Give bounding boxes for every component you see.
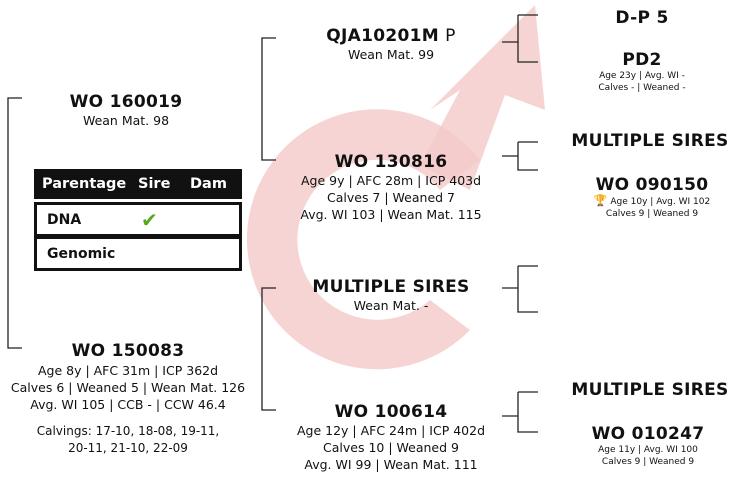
ggp-dd-dam-line-2: Calves 9 | Weaned 9 <box>578 456 718 468</box>
connector-dd <box>502 392 538 432</box>
trophy-icon: 🏆 <box>594 194 608 207</box>
dam-sire-node[interactable]: MULTIPLE SIRES Wean Mat. - <box>292 277 490 314</box>
parentage-table: Parentage Sire Dam DNA ✔ Genomic <box>34 169 242 271</box>
dam-sire-line-1: Wean Mat. - <box>292 297 490 314</box>
animal-line-1: Age 8y | AFC 31m | ICP 362d <box>0 362 256 379</box>
ggp-ss-sire-node[interactable]: D-P 5 <box>572 8 712 28</box>
ggp-ss-dam-line-1: Age 23y | Avg. WI - <box>572 70 712 82</box>
sire-line-1: Wean Mat. 98 <box>42 112 210 129</box>
ggp-ss-dam-name: PD2 <box>572 50 712 70</box>
ggp-ss-sire-name: D-P 5 <box>572 8 712 28</box>
dam-dam-line-2: Calves 10 | Weaned 9 <box>280 439 502 456</box>
connector-ds <box>502 266 538 312</box>
ggp-sd-dam-node[interactable]: WO 090150 🏆 Age 10y | Avg. WI 102 Calves… <box>582 175 722 220</box>
dam-dam-name: WO 100614 <box>280 402 502 422</box>
animal-line-3: Avg. WI 105 | CCB - | CCW 46.4 <box>0 396 256 413</box>
parentage-header: Parentage Sire Dam <box>34 169 242 199</box>
parentage-row-dna: DNA ✔ <box>34 202 242 237</box>
ggp-ss-dam-line-2: Calves - | Weaned - <box>572 82 712 94</box>
connector-gen1 <box>8 98 22 348</box>
sire-dam-line-2: Calves 7 | Weaned 7 <box>280 189 502 206</box>
dam-dam-line-3: Avg. WI 99 | Wean Mat. 111 <box>280 456 502 473</box>
connector-sd <box>502 142 538 170</box>
sire-sire-name: QJA10201M <box>326 26 439 46</box>
sire-sire-line-1: Wean Mat. 99 <box>292 46 490 63</box>
ggp-sd-sire-name: MULTIPLE SIRES <box>568 131 732 151</box>
parentage-row-genomic: Genomic <box>34 236 242 271</box>
sire-dam-node[interactable]: WO 130816 Age 9y | AFC 28m | ICP 403d Ca… <box>280 152 502 223</box>
ggp-dd-dam-line-1: Age 11y | Avg. WI 100 <box>578 444 718 456</box>
row-label-dna: DNA <box>37 212 141 228</box>
header-dam: Dam <box>190 176 240 192</box>
header-sire: Sire <box>138 176 190 192</box>
ggp-dd-dam-node[interactable]: WO 010247 Age 11y | Avg. WI 100 Calves 9… <box>578 424 718 468</box>
animal-line-2: Calves 6 | Weaned 5 | Wean Mat. 126 <box>0 379 256 396</box>
ggp-sd-sire-node[interactable]: MULTIPLE SIRES <box>568 131 732 151</box>
ggp-sd-dam-line-2: Calves 9 | Weaned 9 <box>582 208 722 220</box>
sire-sire-suffix: P <box>445 26 456 46</box>
check-icon: ✔ <box>141 208 158 232</box>
ggp-dd-sire-name: MULTIPLE SIRES <box>568 380 732 400</box>
sire-dam-name: WO 130816 <box>280 152 502 172</box>
row-label-genomic: Genomic <box>37 246 115 262</box>
ggp-ss-dam-node[interactable]: PD2 Age 23y | Avg. WI - Calves - | Weane… <box>572 50 712 94</box>
connector-ss <box>502 15 538 62</box>
dam-dam-node[interactable]: WO 100614 Age 12y | AFC 24m | ICP 402d C… <box>280 402 502 473</box>
ggp-dd-dam-name: WO 010247 <box>578 424 718 444</box>
animal-name: WO 150083 <box>0 341 256 361</box>
sire-name: WO 160019 <box>42 92 210 112</box>
ggp-dd-sire-node[interactable]: MULTIPLE SIRES <box>568 380 732 400</box>
dam-sire-name: MULTIPLE SIRES <box>292 277 490 297</box>
animal-calvings-2: 20-11, 21-10, 22-09 <box>0 440 256 457</box>
sire-sire-node[interactable]: QJA10201M P Wean Mat. 99 <box>292 26 490 63</box>
sire-node[interactable]: WO 160019 Wean Mat. 98 <box>42 92 210 129</box>
connector-dam <box>262 288 276 410</box>
animal-calvings-1: Calvings: 17-10, 18-08, 19-11, <box>0 423 256 440</box>
dam-dam-line-1: Age 12y | AFC 24m | ICP 402d <box>280 422 502 439</box>
header-parentage: Parentage <box>34 176 138 192</box>
ggp-sd-dam-line-1: Age 10y | Avg. WI 102 <box>610 197 710 207</box>
ggp-sd-dam-name: WO 090150 <box>582 175 722 195</box>
sire-dam-line-1: Age 9y | AFC 28m | ICP 403d <box>280 172 502 189</box>
animal-node[interactable]: WO 150083 Age 8y | AFC 31m | ICP 362d Ca… <box>0 341 256 457</box>
connector-sire <box>262 38 276 160</box>
sire-dam-line-3: Avg. WI 103 | Wean Mat. 115 <box>280 206 502 223</box>
